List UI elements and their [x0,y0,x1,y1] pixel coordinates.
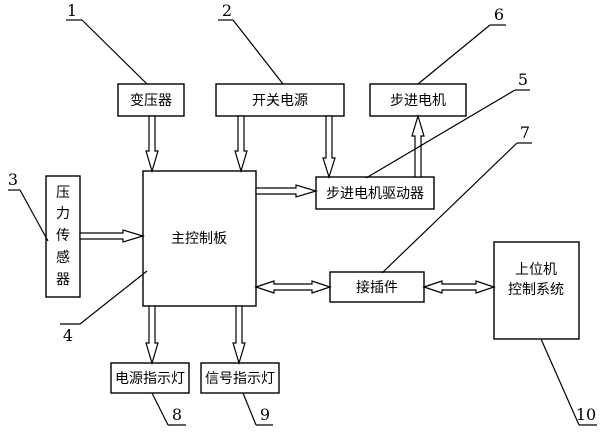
callout-8: 8 [172,405,182,424]
host-system-label-line2: 控制系统 [508,282,564,298]
leader-9 [242,392,257,426]
connector-box [329,271,425,303]
callout-9: 9 [260,405,270,424]
transformer-box [117,83,185,117]
pressure-sensor-char-3: 传 [56,228,70,244]
leader-3 [19,189,49,242]
arrow-board-connector-bidirectional [254,280,332,294]
arrow-board-to-driver [255,184,319,198]
callout-10: 10 [576,405,596,424]
host-system-box [493,241,580,340]
leader-8 [151,392,169,426]
pressure-sensor-char-4: 感 [56,249,70,266]
connector-label: 接插件 [356,279,398,296]
transformer-label: 变压器 [130,93,172,109]
stepper-motor-label: 步进电机 [390,93,446,109]
leader-5 [365,89,516,179]
stepper-driver-label: 步进电机驱动器 [326,186,424,202]
host-system-label-line1: 上位机 [515,262,557,278]
pressure-sensor-char-1: 压 [56,185,70,201]
arrow-connector-host-bidirectional [422,280,496,294]
arrow-power-to-board [234,115,248,174]
leader-1 [81,19,148,85]
callout-1: 1 [67,1,77,20]
leader-10 [540,338,580,426]
switch-power-label: 开关电源 [252,93,308,109]
leader-7 [381,142,518,274]
callout-2: 2 [222,1,232,20]
leader-4 [79,270,148,325]
signal-indicator-label: 信号指示灯 [205,371,275,387]
pressure-sensor-char-5: 器 [56,272,70,288]
pressure-sensor-char-2: 力 [56,206,70,222]
callout-7: 7 [520,123,530,142]
main-board-label: 主控制板 [171,231,227,247]
callout-3: 3 [8,170,18,189]
callout-6: 6 [494,5,504,24]
arrow-sensor-to-board [79,229,146,243]
power-indicator-label: 电源指示灯 [115,371,185,387]
signal-indicator-box [200,362,280,394]
callout-4: 4 [63,326,73,345]
leader-6 [417,24,491,85]
arrow-power-to-driver [322,115,336,179]
switch-power-box [215,83,345,117]
arrow-driver-to-motor [411,113,425,178]
arrow-board-to-signal-indicator [232,305,246,366]
arrow-transformer-to-board [145,115,159,174]
main-board-box [142,170,257,307]
power-indicator-box [110,362,190,394]
callout-5: 5 [518,70,528,89]
stepper-driver-box [315,176,435,210]
arrow-board-to-power-indicator [145,305,159,366]
leader-2 [232,19,284,85]
